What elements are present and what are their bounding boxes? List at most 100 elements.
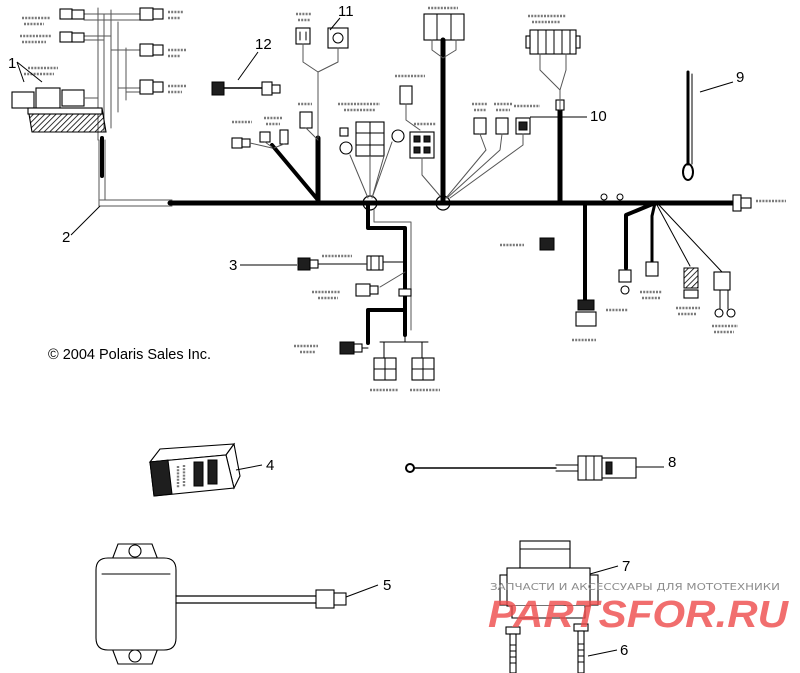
small-label-marks: [24, 66, 58, 76]
leader-11: [329, 17, 341, 31]
branch-wires-left: [83, 13, 112, 41]
wire: [445, 133, 524, 199]
callout-9: 9: [736, 69, 744, 86]
switch-rim: [27, 107, 103, 115]
connector: [59, 8, 73, 20]
connector-cells: [436, 13, 452, 41]
callout-10: 10: [590, 108, 607, 125]
connector: [683, 267, 699, 289]
small-label-marks: [232, 116, 282, 126]
accessory-connector: [241, 138, 251, 148]
leader-4: [235, 464, 263, 471]
branch-wire: [650, 201, 657, 264]
wire: [349, 141, 393, 199]
wire: [302, 43, 339, 139]
connector-pin: [413, 146, 421, 154]
lead-connector: [577, 455, 603, 481]
connector: [211, 81, 225, 96]
wire: [421, 157, 441, 197]
small-label-marks: [472, 102, 540, 112]
connector: [295, 27, 311, 45]
relay-connector: [297, 257, 311, 271]
wire-clamp: [398, 288, 412, 297]
regulator-body: [95, 557, 177, 651]
connector-block: [423, 13, 465, 41]
callout-12: 12: [255, 36, 272, 53]
connector: [495, 117, 509, 135]
callout-2: 2: [62, 229, 70, 246]
left-switch-branch: [20, 7, 186, 141]
wire: [379, 271, 406, 288]
lower-center-branch: [294, 201, 440, 392]
connector: [152, 8, 164, 20]
connector: [59, 31, 73, 43]
connector-ridges: [585, 455, 595, 481]
connector-grid: [411, 357, 435, 381]
leader-2: [70, 205, 101, 236]
top-center-branch: [395, 6, 465, 206]
watermark: ЗАПЧАСТИ И АКСЕССУАРЫ ДЛЯ МОТОТЕХНИКИ PA…: [488, 582, 790, 636]
connector: [618, 269, 632, 283]
wire: [405, 103, 421, 131]
mounting-hole: [128, 649, 142, 663]
regulator-cable: [175, 595, 317, 604]
wire: [719, 289, 729, 310]
connector-tab: [575, 35, 581, 49]
connector: [139, 7, 154, 21]
branch-sleeve: [373, 208, 412, 331]
bolt-thread: [509, 644, 517, 664]
accessory-connector: [231, 137, 243, 149]
small-label-marks: [168, 10, 186, 94]
relay-detail: [370, 255, 380, 271]
connector: [353, 343, 363, 353]
wire: [317, 261, 406, 265]
switch-connector: [61, 89, 85, 107]
module-terminal: [193, 461, 204, 487]
connector-latch: [605, 461, 613, 475]
connector-pin: [413, 135, 421, 143]
connector-pin: [423, 135, 431, 143]
connector-pins: [537, 29, 571, 55]
callout-8: 8: [668, 454, 676, 471]
connector: [261, 81, 273, 96]
small-label-marks: [606, 290, 738, 334]
copyright-text: © 2004 Polaris Sales Inc.: [48, 347, 211, 363]
taillight-connector: [577, 299, 595, 311]
callout-leaders: [16, 17, 734, 657]
wire: [249, 141, 285, 149]
wire: [539, 53, 567, 111]
small-label-marks: [176, 465, 186, 488]
callout-numbers: 1 2 3 4 5 6 7 8 9 10 11 12: [8, 3, 744, 659]
bolt-thread: [577, 643, 585, 663]
small-label-marks: [338, 102, 380, 112]
relay-connector: [309, 259, 319, 269]
sensor-connector: [399, 85, 413, 105]
small-label-marks: [528, 14, 566, 24]
chassis-relay: [366, 255, 384, 271]
connector: [620, 285, 630, 295]
trunk-sleeve-vertical: [98, 139, 106, 207]
ground-connector: [740, 197, 752, 209]
part-6-bolts: [505, 623, 589, 673]
connector-pin: [423, 146, 431, 154]
branch-wire: [366, 201, 407, 337]
connector: [139, 43, 154, 57]
callout-5: 5: [383, 577, 391, 594]
branch-wires-right: [97, 13, 141, 93]
small-label-marks: [20, 16, 52, 44]
leader-5: [345, 584, 379, 598]
watermark-logo: PARTSFOR.RU: [488, 594, 790, 636]
fuse-holder: [339, 141, 353, 155]
leader-12: [237, 51, 259, 81]
connector: [339, 341, 355, 355]
connector-pin: [518, 121, 528, 131]
connector: [139, 79, 154, 95]
sensor-connector: [355, 283, 371, 297]
ring-terminal: [405, 463, 415, 473]
module-terminal: [207, 459, 218, 485]
terminal: [714, 308, 724, 318]
fuse-holder: [391, 129, 405, 143]
part-5-regulator: [95, 543, 347, 665]
connector: [473, 117, 487, 135]
